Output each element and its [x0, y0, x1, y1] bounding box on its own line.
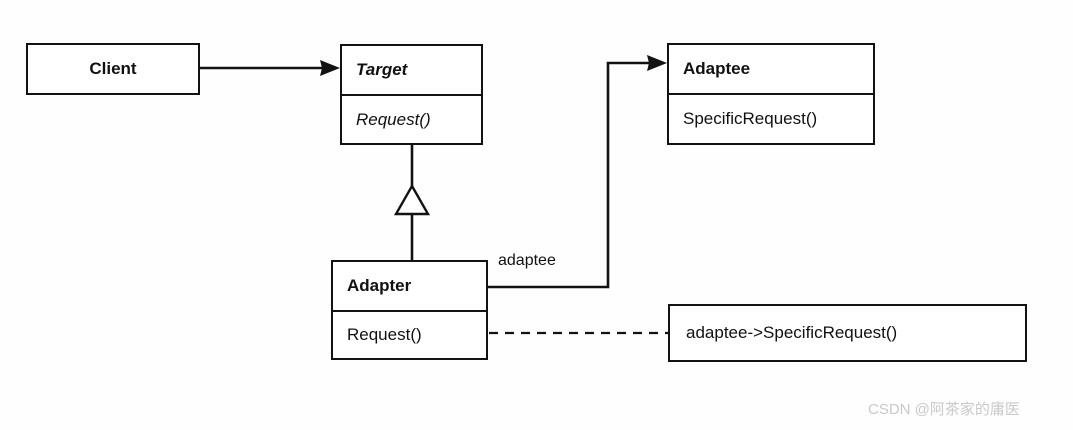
class-name-adapter: Adapter — [347, 276, 412, 295]
class-box-client[interactable]: Client — [26, 43, 200, 95]
class-box-target[interactable]: Target Request() — [340, 44, 483, 145]
class-operation-adaptee-specificrequest: SpecificRequest() — [669, 93, 873, 143]
note-box-adapter-request[interactable]: adaptee->SpecificRequest() — [668, 304, 1027, 362]
class-box-adapter[interactable]: Adapter Request() — [331, 260, 488, 360]
generalization-triangle-icon — [393, 183, 431, 216]
adapter-to-adaptee-arrowhead — [647, 55, 667, 71]
class-name-adaptee: Adaptee — [683, 59, 751, 78]
note-text: adaptee->SpecificRequest() — [686, 323, 898, 342]
adapter-to-adaptee-line — [488, 61, 661, 289]
class-operation-target-request: Request() — [342, 94, 481, 143]
client-to-target-arrowhead — [320, 60, 340, 76]
class-name-client: Client — [89, 59, 137, 78]
association-role-label-adaptee: adaptee — [496, 252, 558, 270]
class-box-adaptee[interactable]: Adaptee SpecificRequest() — [667, 43, 875, 145]
class-operation-adapter-request: Request() — [333, 310, 486, 358]
watermark-text: CSDN @阿茶家的庸医 — [868, 401, 1020, 418]
class-name-target: Target — [356, 60, 408, 79]
